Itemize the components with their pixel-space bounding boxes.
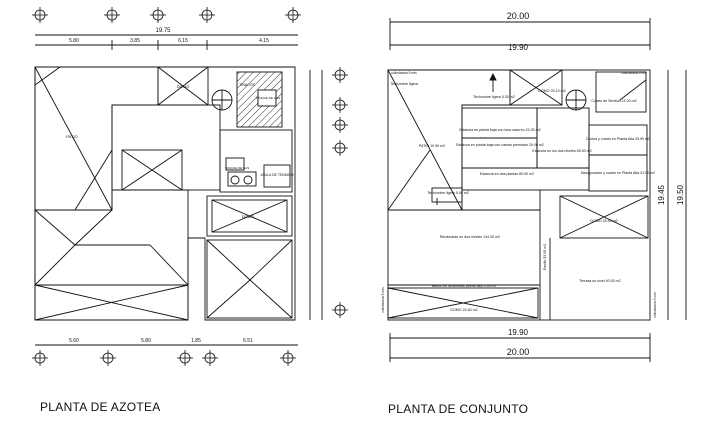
- room-label: PATIO 10.90 m2: [419, 144, 445, 148]
- label-tinacos: TINACOS: [239, 83, 255, 87]
- boundary-label: colindancia 5 mts: [391, 71, 417, 75]
- site-top-dim-2: 19.90: [508, 43, 529, 52]
- right-axis-markers: [331, 66, 349, 319]
- room-label: Pasillo 53.00 m2: [543, 244, 547, 271]
- room-label: Estancia en los dos nivelés 45.00 m2: [532, 149, 591, 153]
- boundary-label: colindancia 5 mts: [621, 71, 647, 75]
- room-label: Terraza un nivel 40.00 m2: [579, 279, 620, 283]
- top-dim-1: 5.80: [69, 38, 79, 44]
- label-tanque: TANQUE DE GAS: [225, 166, 249, 170]
- site-top-dim-1: 20.00: [507, 11, 530, 21]
- boundary-label: colindancia 5 mts: [381, 287, 385, 313]
- room-label: DOMO 25.10 m2: [538, 89, 565, 93]
- roof-domo-top: [157, 66, 209, 106]
- label-domo-1: DOMO: [242, 214, 254, 219]
- room-label: Estancia en planta baja con losa casa en…: [459, 128, 540, 132]
- top-axis-markers: [31, 6, 302, 24]
- roof-domo-bottom: [34, 284, 189, 321]
- bottom-dim-1: 5.60: [69, 338, 79, 344]
- site-bottom-dim-1: 19.90: [508, 328, 529, 337]
- top-dim-4: 4.15: [259, 38, 269, 44]
- room-label: Cocina y cuarto en Planta Alta 25.90 m2: [586, 137, 650, 141]
- roof-hip-lower: [34, 189, 189, 286]
- label-jaula: JAULA DE TENDIDO: [260, 173, 293, 177]
- tendido-cage: [263, 164, 291, 188]
- utility-area: [219, 129, 293, 193]
- boundary-labels: colindancia 5 mts colindancia 5 mts coli…: [381, 71, 657, 318]
- roof-plan: [31, 6, 349, 367]
- bottom-dim-2: 5.80: [141, 338, 151, 344]
- roof-domo-right: [206, 195, 293, 237]
- top-total-dim: 19.75: [155, 28, 171, 34]
- site-plan: [387, 18, 687, 362]
- room-label: Techumbre ligera 5.30 m2: [473, 95, 515, 99]
- room-labels: Techumbre ligera Techumbre ligera 5.30 m…: [390, 82, 655, 312]
- boundary-label: colindancia 5 mts: [653, 292, 657, 318]
- label-tanque-1: TANQUE DE GAS: [256, 96, 280, 100]
- roof-middle-block: [111, 104, 221, 191]
- room-label: Cuarto de Servicio 11.00 m2: [591, 99, 636, 103]
- room-label: Estancia en planta baja con camas prensa…: [456, 143, 544, 147]
- roof-plan-title: PLANTA DE AZOTEA: [40, 400, 161, 414]
- top-dim-2: 3.85: [130, 38, 140, 44]
- room-label: Baños en recámaras planta alta 5.28 m2: [432, 284, 497, 288]
- room-label: DOMO 24.60 m2: [450, 308, 477, 312]
- label-patio: PATIO: [66, 134, 77, 139]
- roof-right-lower: [206, 239, 293, 319]
- room-label: Techumbre ligera: [390, 82, 418, 86]
- site-right-dim-2: 19.50: [676, 184, 685, 205]
- top-dim-3: 6.15: [178, 38, 188, 44]
- room-label: Estancia en dos plantas 60.00 m2: [480, 172, 534, 176]
- site-bottom-dim-2: 20.00: [507, 347, 530, 357]
- bottom-dim-3: 1.85: [191, 338, 201, 344]
- room-label: Desayunador y cuarto en Planta Alta 31.0…: [581, 171, 655, 175]
- room-label: DOMO 25.43 m2: [590, 219, 617, 223]
- room-label: Recámaras en dos niveles 144.30 m2: [440, 235, 500, 239]
- room-label: Techumbre ligera 5.00 m2: [427, 191, 469, 195]
- site-right-dim-1: 19.45: [657, 184, 666, 205]
- roof-patio-area: [34, 66, 159, 211]
- bottom-axis-markers: [31, 349, 297, 367]
- site-plan-title: PLANTA DE CONJUNTO: [388, 402, 529, 416]
- bottom-dim-4: 6.51: [243, 338, 253, 344]
- label-domo-2: DOMO: [177, 84, 189, 89]
